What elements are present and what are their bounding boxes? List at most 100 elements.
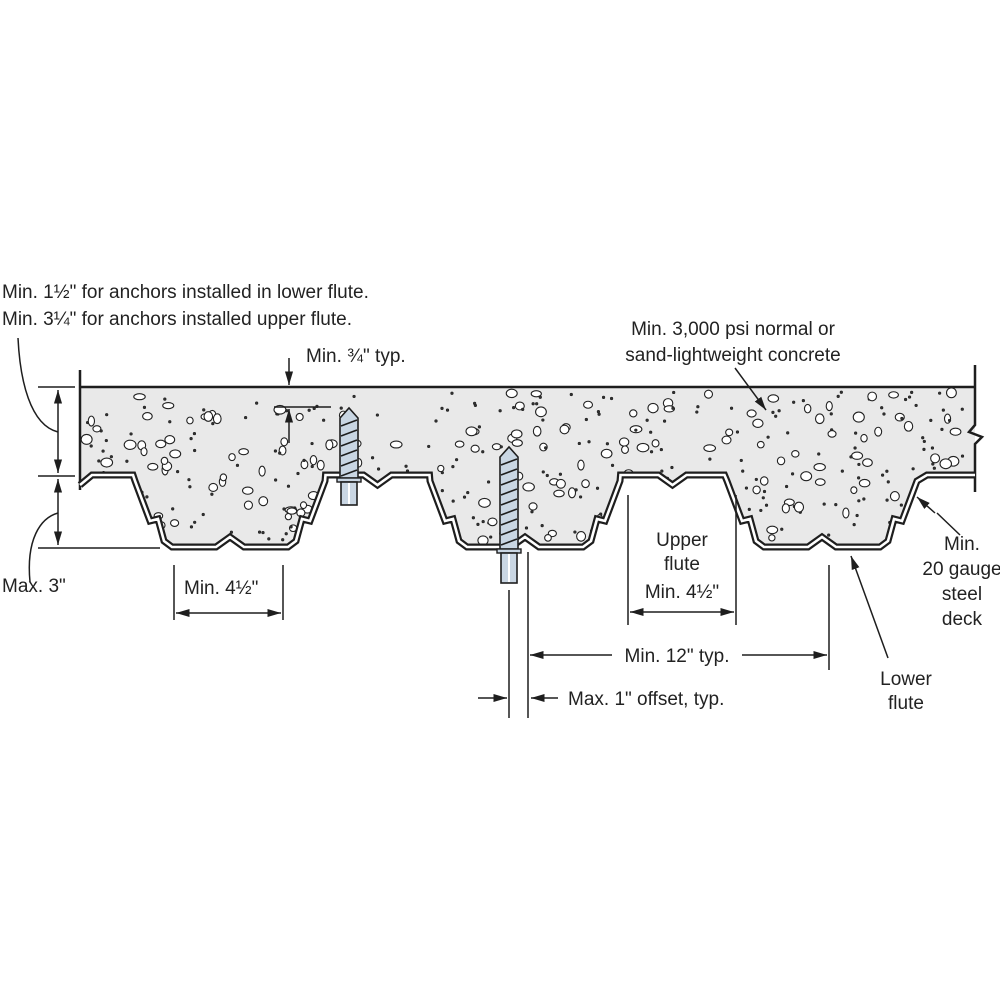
aggregate-stone [295,412,304,422]
aggregate-stone [473,401,477,405]
aggregate-stone [633,513,642,522]
aggregate-stone [567,487,577,499]
aggregate-stone [363,525,373,534]
aggregate-stone [85,488,98,499]
aggregate-stone [267,537,271,541]
aggregate-stone [576,531,587,542]
aggregate-stone [930,446,935,450]
aggregate-stone [862,458,873,467]
aggregate-stone [842,507,850,519]
break-line [966,365,985,492]
aggregate-stone [189,525,194,529]
aggregate-stone [914,511,918,516]
aggregate-stone [956,511,961,515]
aggregate-stone [853,446,857,450]
aggregate-stone [609,396,614,401]
aggregate-stone [255,401,259,405]
upper-flute-label-line1: Upper [656,530,708,551]
aggregate-stone [880,473,885,477]
aggregate-stone [569,392,573,397]
aggregate-stone [325,439,334,451]
aggregate-stone [164,435,176,445]
aggregate-stone [759,476,769,486]
aggregate-stone [855,513,859,518]
aggregate-stone [440,406,444,410]
aggregate-stone [97,459,101,463]
aggregate-stone [803,403,812,414]
aggregate-stone [99,429,103,433]
aggregate-stone [486,480,491,484]
aggregate-stone [163,397,167,401]
aggregate-stone [92,425,102,433]
aggregate-stone [814,413,825,425]
aggregate-stone [858,478,871,488]
aggregate-stone [169,519,180,528]
aggregate-stone [188,485,192,489]
aggregate-stone [558,472,563,476]
aggregate-stone [911,467,915,471]
aggregate-stone [481,519,485,524]
aggregate-stone [212,413,222,425]
aggregate-stone [176,470,180,474]
aggregate-stone [89,444,93,448]
aggregate-stone [894,412,905,422]
aggregate-stone [101,449,105,453]
lower-flute-label-line1: Lower [880,669,932,690]
aggregate-stone [960,407,964,411]
aggregate-stone [544,446,548,450]
aggregate-stone [900,416,904,421]
aggregate-stone [135,522,139,526]
anchor-thread [340,449,358,457]
aggregate-stone [800,471,813,482]
aggregate-stone [703,389,714,399]
aggregate-stone [521,407,525,411]
offset-label: Max. 1" offset, typ. [568,689,724,710]
aggregate-stone [885,498,889,502]
upper-flute-label-line2: flute [664,554,700,575]
aggregate-stone [771,410,775,415]
aggregate-stone [511,439,523,447]
aggregate-stone [106,497,115,506]
aggregate-stone [208,482,219,493]
aggregate-stone [193,520,197,524]
aggregate-stone [359,528,363,532]
aggregate-stone [241,486,254,495]
aggregate-stone [352,394,356,399]
aggregate-stone [310,441,314,446]
aggregate-stone [97,506,101,510]
aggregate-stone [827,430,837,438]
aggregate-stone [583,400,594,409]
deck-label-line2: 20 gauge [922,559,1000,580]
aggregate-stone [695,410,699,414]
aggregate-stone [535,402,539,406]
aggregate-stone [302,458,306,463]
aggregate-stone [286,484,291,488]
aggregate-stone [440,489,444,493]
aggregate-stone [960,454,965,458]
aggregate-stone [281,538,285,542]
aggregate-stone [694,520,699,524]
aggregate-stone [109,455,113,459]
anchor-thread [340,459,358,467]
aggregate-stone [940,427,944,431]
aggregate-stone [100,457,114,468]
aggregate-stone [105,413,109,417]
anchor-thread [500,508,518,516]
depth-note-line1: Min. 1½" for anchors installed in lower … [2,282,369,303]
aggregate-stone [774,414,778,418]
aggregate-stone [404,464,408,468]
upper-flute-width-label: Min. 4½" [645,582,719,603]
aggregate-stone [659,447,663,452]
aggregate-stone [535,406,547,418]
aggregate-stone [193,448,197,453]
aggregate-stone [577,459,585,471]
aggregate-stone [784,484,789,489]
aggregate-stone [888,391,899,399]
aggregate-stone [481,450,485,454]
aggregate-stone [587,440,591,444]
aggregate-stone [662,419,667,423]
aggregate-stone [228,453,236,462]
aggregate-stone [959,485,963,489]
aggregate-stone [700,489,705,493]
aggregate-stone [791,449,800,458]
